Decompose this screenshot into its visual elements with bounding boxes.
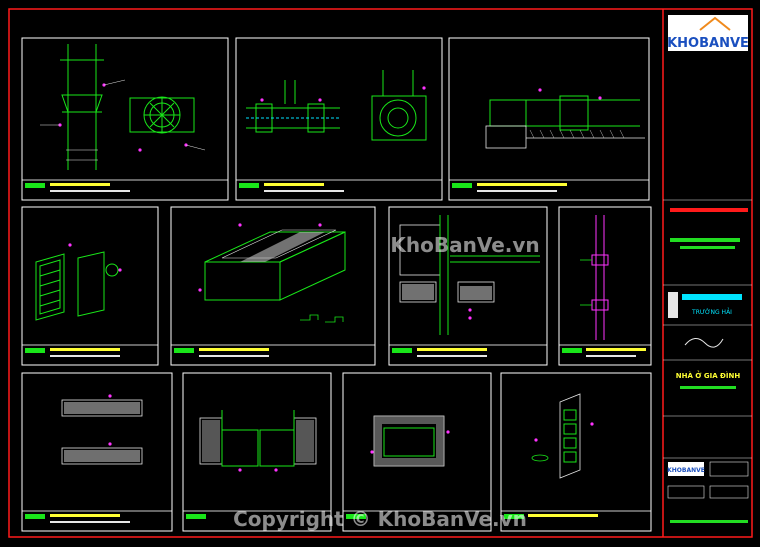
- detail-tag-4: [25, 348, 45, 353]
- title-block: KHOBANVE TRƯỜNG HẢI NHÀ Ở GIA ĐÌNH KHOBA…: [663, 15, 752, 523]
- detail-tag-7: [562, 348, 582, 353]
- sheet-frame: [8, 8, 753, 538]
- detail-panel-3: [448, 37, 650, 201]
- detail-tag-11: [504, 514, 524, 519]
- logo-text: KHOBANVE: [667, 36, 749, 51]
- detail-tag-10: [346, 514, 366, 519]
- detail-panel-2: [235, 37, 443, 201]
- company-logo: [668, 15, 748, 51]
- detail-panel-4: [21, 206, 159, 366]
- detail-panel-8: [21, 372, 173, 532]
- detail-panel-1: [21, 37, 229, 201]
- detail-tag-8: [25, 514, 45, 519]
- detail-panel-10: [342, 372, 492, 532]
- detail-panel-11: [500, 372, 652, 532]
- detail-panel-6: [388, 206, 548, 366]
- detail-panel-7: [558, 206, 652, 366]
- project-title: NHÀ Ở GIA ĐÌNH: [676, 370, 741, 380]
- signature-mark: [684, 338, 724, 348]
- detail-tag-9: [186, 514, 206, 519]
- owner-label: TRƯỜNG HẢI: [691, 308, 732, 316]
- detail-tag-6: [392, 348, 412, 353]
- watermark-center: KhoBanVe.vn: [390, 233, 539, 257]
- detail-tag-2: [239, 183, 259, 188]
- detail-tag-5: [174, 348, 194, 353]
- detail-tag-3: [452, 183, 472, 188]
- detail-tag-1: [25, 183, 45, 188]
- detail-panel-5: [170, 206, 376, 366]
- watermark-bottom: Copyright © KhoBanVe.vn: [233, 507, 527, 531]
- detail-panel-9: [182, 372, 332, 532]
- bottom-logo-text: KHOBANVE: [667, 467, 705, 474]
